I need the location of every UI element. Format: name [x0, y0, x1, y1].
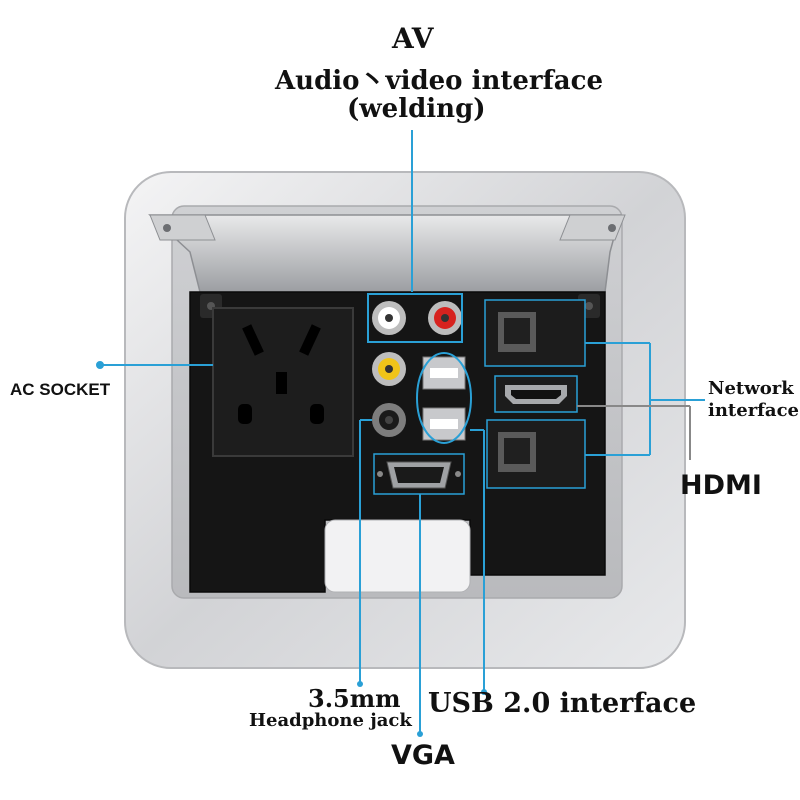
hdmi-port	[494, 375, 578, 413]
usb-interface-label: USB 2.0 interface	[428, 688, 697, 719]
headphone-jack-port	[372, 403, 406, 437]
hdmi-label: HDMI	[680, 470, 762, 501]
headphone-size-label: 3.5mm	[308, 684, 401, 713]
av-note-label: (welding)	[347, 94, 486, 124]
open-lid	[148, 214, 621, 293]
network-interface-label-line2: interface	[708, 400, 799, 421]
vga-port	[373, 453, 465, 495]
callout-dots	[357, 681, 487, 737]
callout-lines	[96, 130, 705, 732]
vga-label: VGA	[391, 740, 455, 771]
av-subtitle-label: Audio丶video interface	[275, 66, 604, 96]
ac-socket-outlet	[212, 307, 354, 457]
ac-socket-label: AC SOCKET	[10, 380, 111, 399]
network-interface-label-line1: Network	[708, 378, 794, 399]
rca-jacks	[372, 301, 462, 386]
lid-left-hinge	[149, 214, 216, 241]
hdmi-callout-line	[577, 405, 691, 460]
headphone-jack-label: Headphone jack	[249, 710, 412, 731]
network-ports	[484, 299, 586, 489]
cable-cutout	[324, 519, 471, 593]
usb-ports	[416, 352, 472, 444]
lid-right-hinge	[559, 214, 626, 241]
av-title-label: AV	[392, 22, 434, 55]
